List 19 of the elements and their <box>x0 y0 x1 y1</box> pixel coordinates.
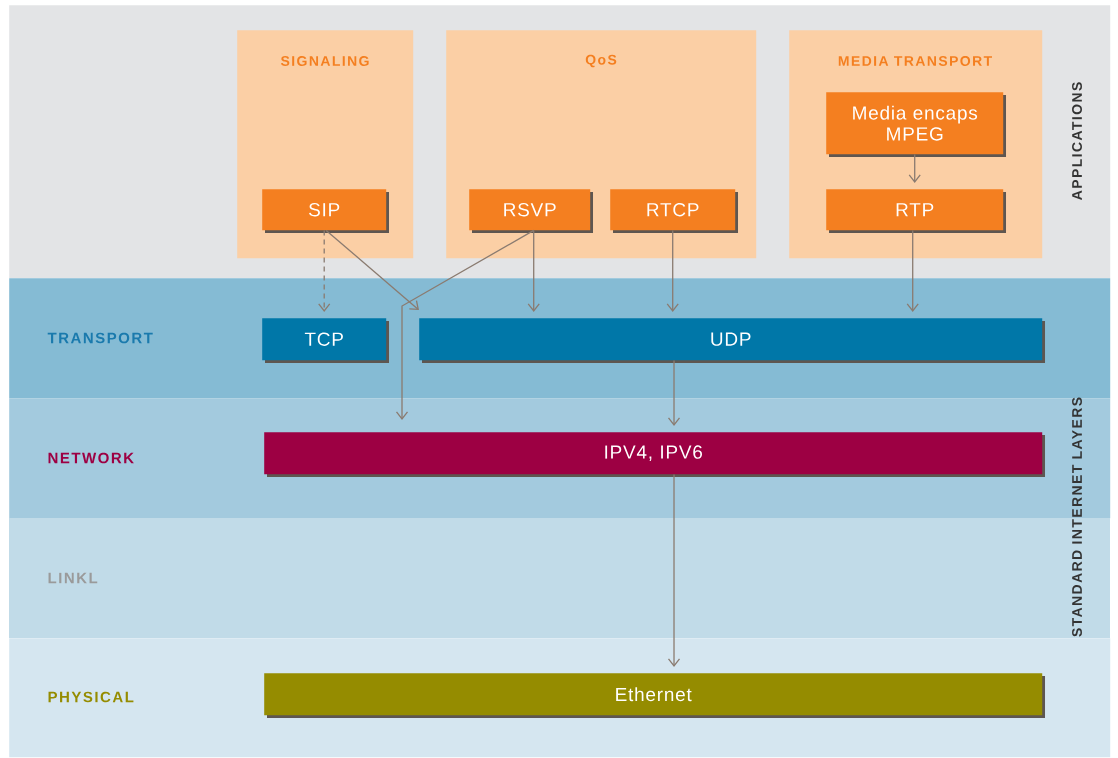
arrow <box>527 229 540 312</box>
protocol-box: RTP <box>826 189 1006 233</box>
protocol-box: TCP <box>262 318 389 363</box>
protocol-box: UDP <box>419 318 1045 363</box>
arrow <box>908 153 921 183</box>
arrow <box>667 473 681 667</box>
protocol-box: Media encaps MPEG <box>826 92 1006 157</box>
arrow <box>318 229 331 312</box>
arrow <box>325 229 419 310</box>
protocol-box: RTCP <box>610 189 738 233</box>
protocol-box: Ethernet <box>264 673 1045 718</box>
protocol-box: SIP <box>262 189 389 233</box>
side-label: STANDARD INTERNET LAYERS <box>1072 397 1082 637</box>
arrow <box>667 359 681 426</box>
arrow <box>666 229 679 312</box>
arrow <box>906 229 919 312</box>
protocol-box: RSVP <box>469 189 593 233</box>
arrow <box>395 229 535 420</box>
protocol-box: IPV4, IPV6 <box>264 432 1045 477</box>
